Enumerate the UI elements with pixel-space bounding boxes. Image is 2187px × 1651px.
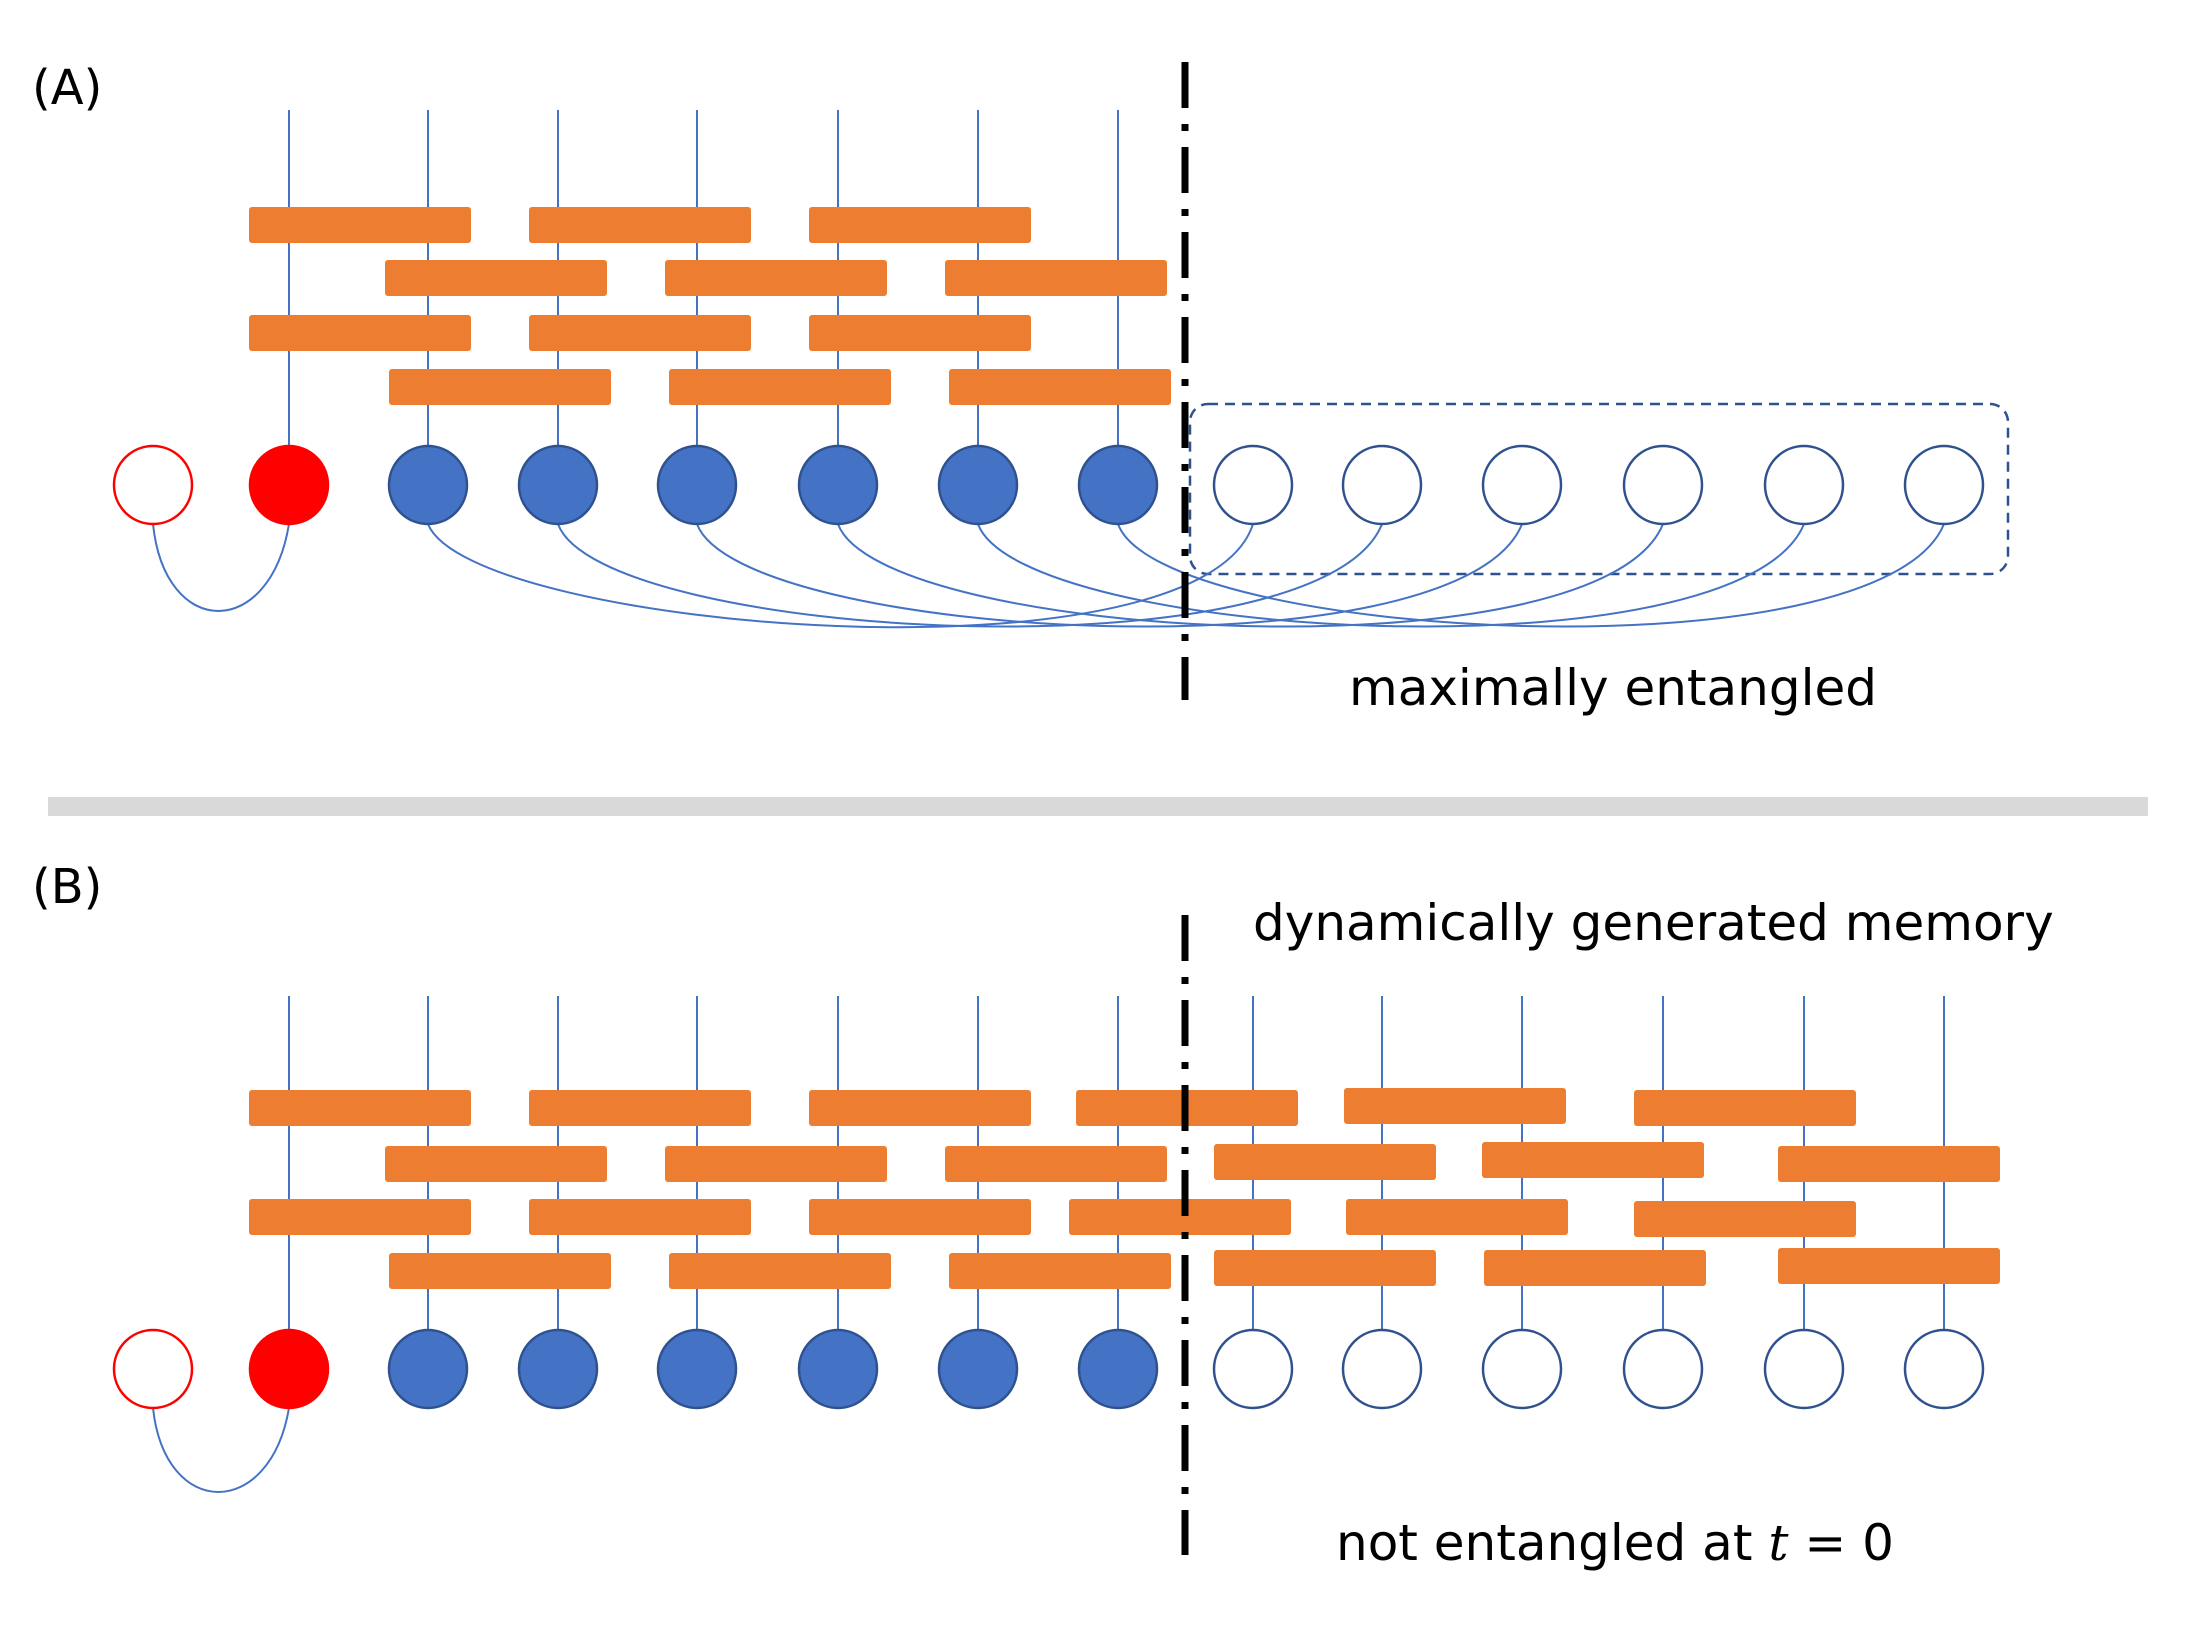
memory-qubit — [1622, 1328, 1704, 1410]
system-qubit — [937, 444, 1019, 526]
annotation-dynamically-generated-memory: dynamically generated memory — [1253, 894, 2054, 952]
gate — [389, 1253, 611, 1289]
gate — [669, 369, 891, 405]
gate — [1634, 1201, 1856, 1237]
gate — [945, 1146, 1167, 1182]
panel-a: (A) — [32, 60, 2010, 717]
memory-qubit — [1481, 1328, 1563, 1410]
system-qubit — [797, 444, 879, 526]
entanglement-arcs-a — [152, 523, 1945, 629]
system-qubit — [656, 1328, 738, 1410]
gate — [249, 1090, 471, 1126]
memory-qubit — [1622, 444, 1704, 526]
system-qubit — [1077, 444, 1159, 526]
gate — [529, 315, 751, 351]
memory-qubit — [1341, 444, 1423, 526]
annotation-not-entangled-prefix: not entangled at — [1336, 1514, 1768, 1572]
gate — [665, 260, 887, 296]
memory-qubit — [1763, 1328, 1845, 1410]
gate — [1482, 1142, 1704, 1178]
memory-qubit — [1903, 1328, 1985, 1410]
gate — [809, 315, 1031, 351]
gate — [809, 1090, 1031, 1126]
system-qubit — [937, 1328, 1019, 1410]
gate — [949, 369, 1171, 405]
gate — [1634, 1090, 1856, 1126]
gates-a — [249, 207, 1171, 405]
gate — [385, 260, 607, 296]
entanglement-arc — [557, 523, 1383, 628]
gate — [529, 207, 751, 243]
filled-red-qubit — [248, 444, 330, 526]
memory-qubit — [1903, 444, 1985, 526]
system-qubit — [797, 1328, 879, 1410]
gate — [1778, 1248, 2000, 1284]
memory-qubit — [1763, 444, 1845, 526]
system-qubit — [1077, 1328, 1159, 1410]
bell-pair-arc — [152, 1407, 290, 1493]
panel-a-label: (A) — [32, 60, 102, 116]
qubits-b — [112, 1328, 1985, 1410]
qubits-a — [112, 444, 1985, 526]
panel-separator — [48, 797, 2148, 816]
gate — [385, 1146, 607, 1182]
panel-b-label: (B) — [32, 859, 102, 915]
system-qubit — [387, 444, 469, 526]
gate — [529, 1090, 751, 1126]
memory-qubit — [1212, 444, 1294, 526]
system-qubit — [517, 444, 599, 526]
system-qubit — [656, 444, 738, 526]
memory-qubit — [1212, 1328, 1294, 1410]
gate — [1778, 1146, 2000, 1182]
gate — [809, 207, 1031, 243]
gates-b — [249, 1088, 2000, 1289]
gate — [1214, 1144, 1436, 1180]
bell-pair-arc — [152, 523, 290, 612]
gate — [249, 207, 471, 243]
gate — [529, 1199, 751, 1235]
open-red-qubit — [112, 444, 194, 526]
annotation-not-entangled: not entangled at t = 0 — [1336, 1514, 1894, 1572]
annotation-variable-t: t — [1768, 1514, 1789, 1572]
entanglement-arc — [977, 523, 1805, 628]
gate — [669, 1253, 891, 1289]
gate — [665, 1146, 887, 1182]
gate — [249, 315, 471, 351]
entanglement-arc — [837, 523, 1664, 628]
gate — [945, 260, 1167, 296]
memory-qubit — [1341, 1328, 1423, 1410]
gate — [949, 1253, 1171, 1289]
gate — [249, 1199, 471, 1235]
annotation-equals-zero: = 0 — [1788, 1514, 1894, 1572]
panel-b: (B) dynamically generated memory — [32, 859, 2054, 1572]
memory-box — [1188, 402, 2010, 576]
gate — [1214, 1250, 1436, 1286]
gate — [1069, 1199, 1291, 1235]
filled-red-qubit — [248, 1328, 330, 1410]
gate — [1344, 1088, 1566, 1124]
entanglement-arc — [427, 523, 1254, 629]
memory-qubit — [1481, 444, 1563, 526]
annotation-maximally-entangled: maximally entangled — [1349, 659, 1877, 717]
gate — [1346, 1199, 1568, 1235]
system-qubit — [387, 1328, 469, 1410]
gate — [1484, 1250, 1706, 1286]
entanglement-arc — [696, 523, 1523, 628]
open-red-qubit — [112, 1328, 194, 1410]
gate — [389, 369, 611, 405]
gate — [809, 1199, 1031, 1235]
entanglement-arc — [1117, 523, 1945, 628]
system-qubit — [517, 1328, 599, 1410]
